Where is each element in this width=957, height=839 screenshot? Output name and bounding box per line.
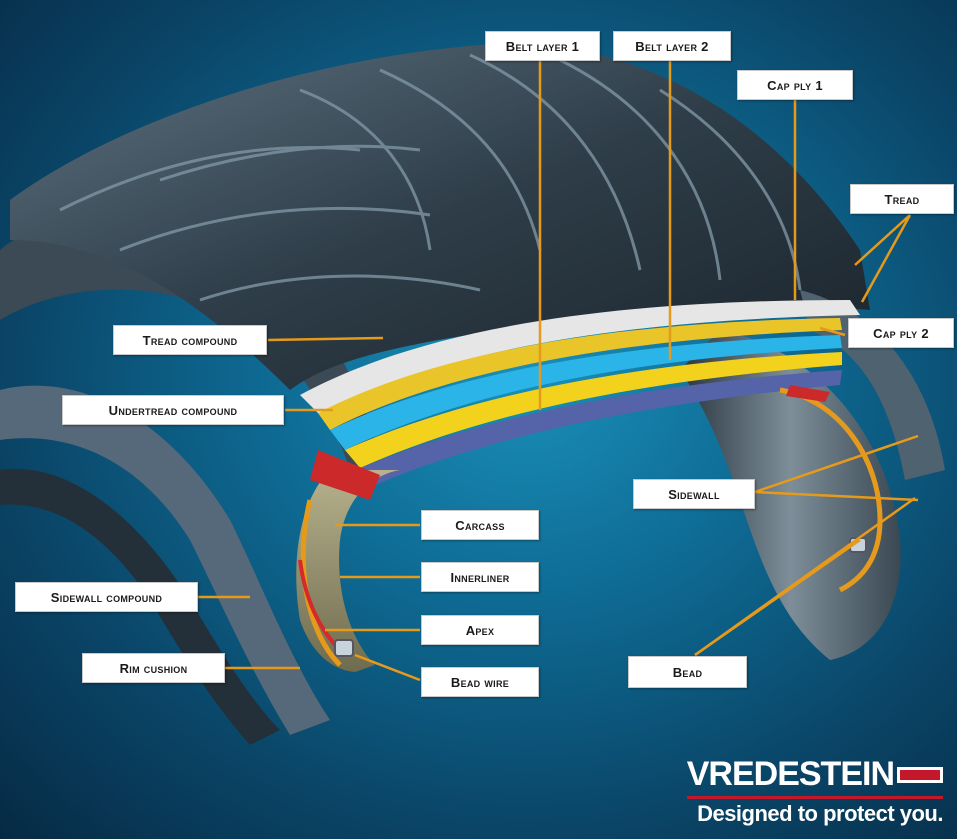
label-bead-wire: Bead wire xyxy=(421,667,539,697)
label-bead: Bead xyxy=(628,656,747,688)
brand-flag-icon xyxy=(897,767,943,783)
label-cap-ply-1: Cap ply 1 xyxy=(737,70,853,100)
label-sidewall-compound: Sidewall compound xyxy=(15,582,198,612)
label-belt-layer-1: Belt layer 1 xyxy=(485,31,600,61)
label-rim-cushion: Rim cushion xyxy=(82,653,225,683)
label-undertread-compound: Undertread compound xyxy=(62,395,284,425)
label-tread-compound: Tread compound xyxy=(113,325,267,355)
label-cap-ply-2: Cap ply 2 xyxy=(848,318,954,348)
bead-wire-left xyxy=(335,640,353,656)
brand-wordmark: VREDESTEIN xyxy=(687,755,943,794)
vredestein-logo: VREDESTEIN Designed to protect you. xyxy=(687,755,943,827)
label-belt-layer-2: Belt layer 2 xyxy=(613,31,731,61)
label-carcass: Carcass xyxy=(421,510,539,540)
label-innerliner: Innerliner xyxy=(421,562,539,592)
brand-name: VREDESTEIN xyxy=(687,755,894,794)
brand-tagline: Designed to protect you. xyxy=(687,796,943,827)
label-apex: Apex xyxy=(421,615,539,645)
label-sidewall: Sidewall xyxy=(633,479,755,509)
label-tread: Tread xyxy=(850,184,954,214)
